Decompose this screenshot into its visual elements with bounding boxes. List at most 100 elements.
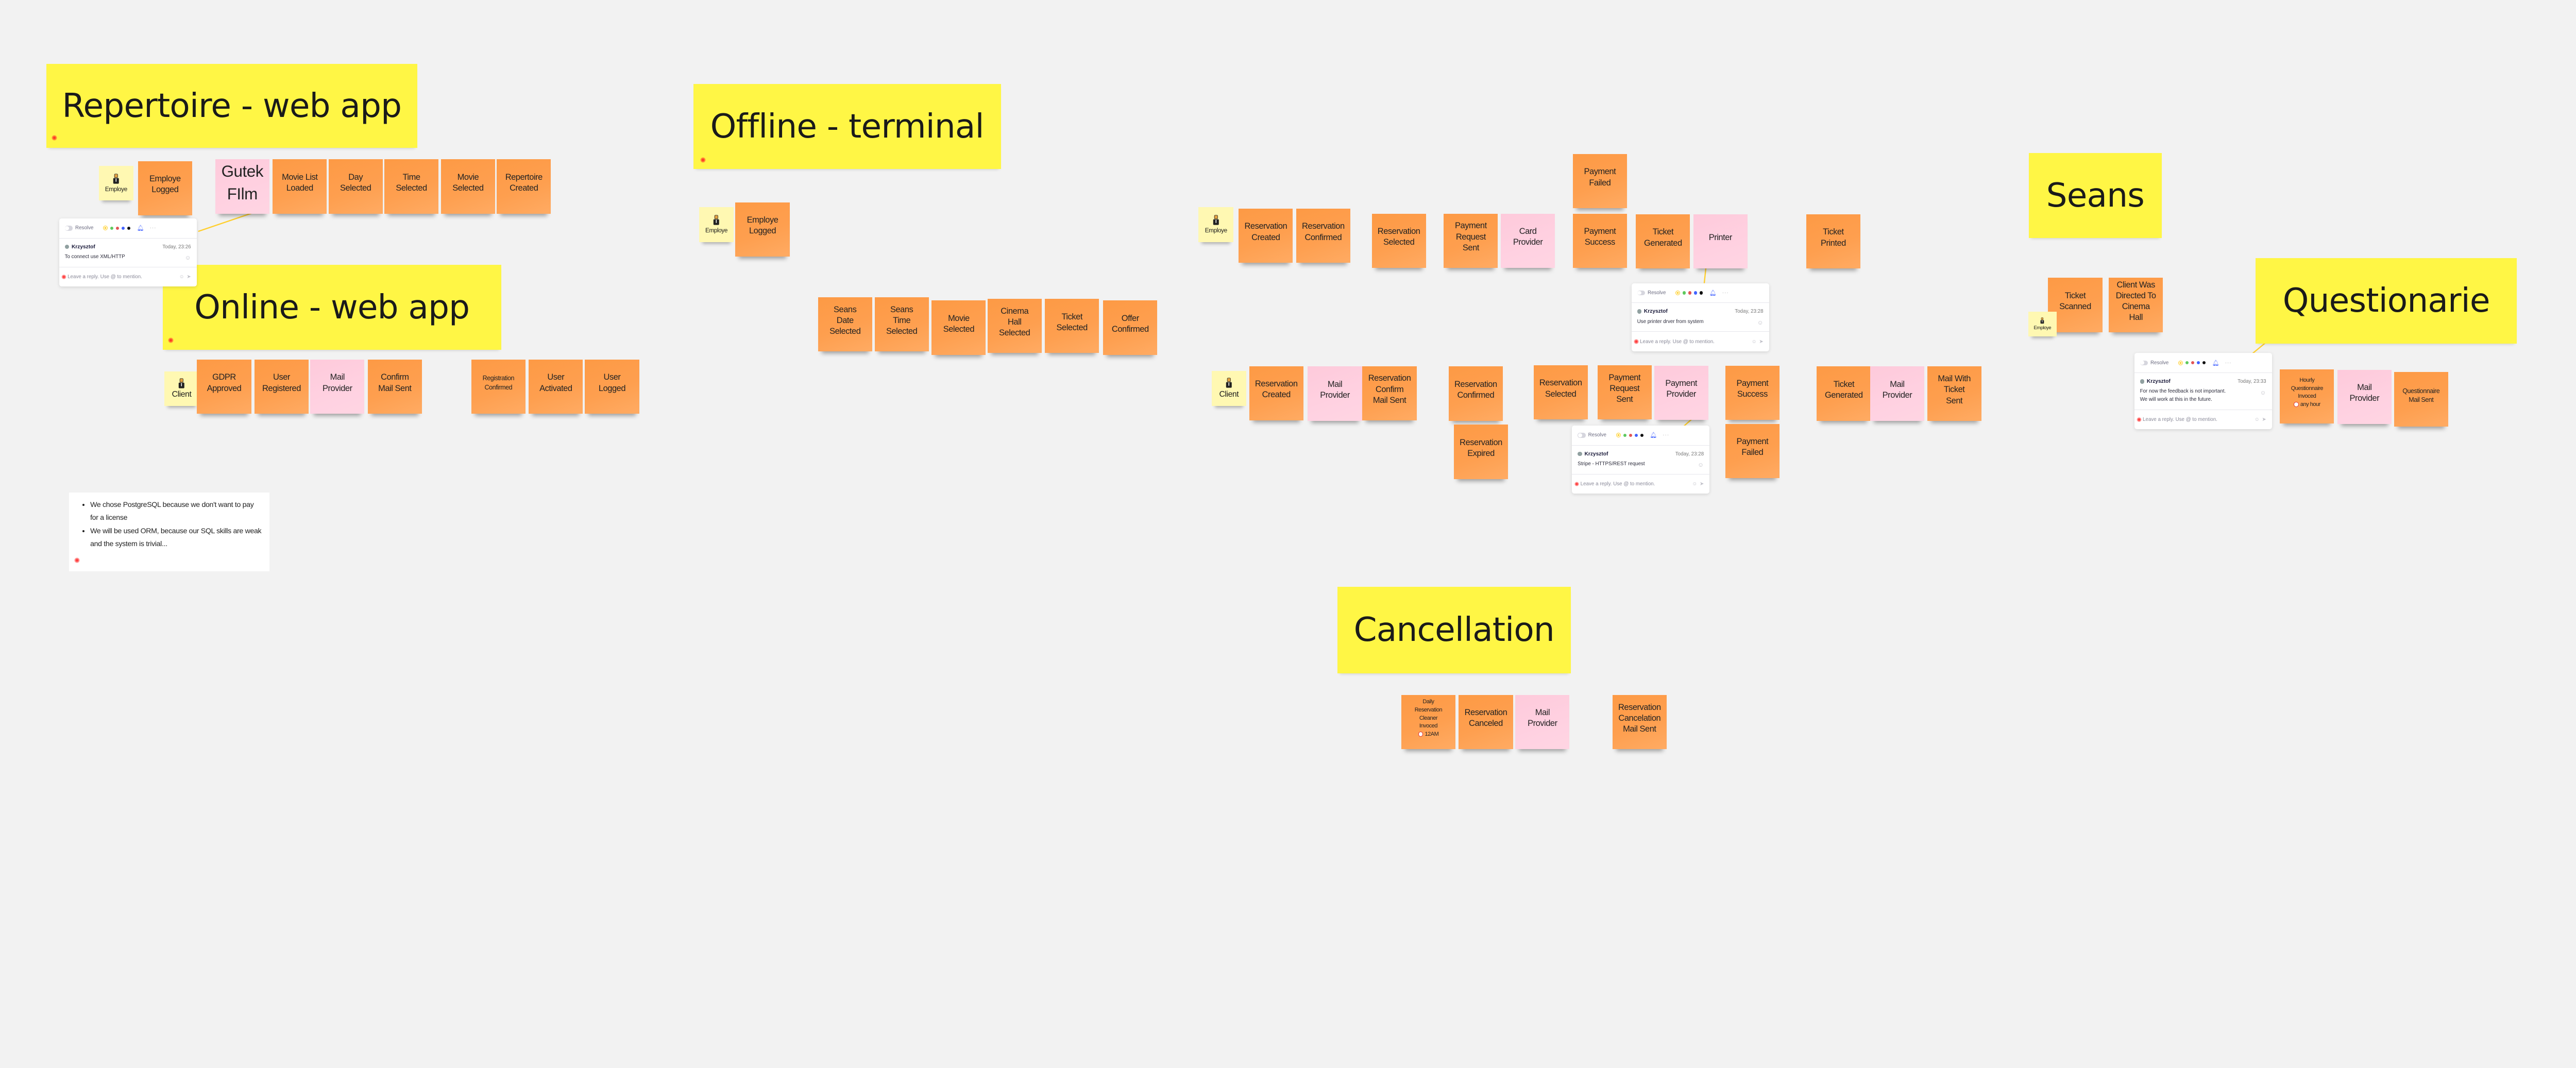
send-icon[interactable]: ➤ (187, 274, 191, 280)
event-sticky[interactable]: Employe Logged (138, 161, 192, 215)
event-sticky[interactable]: Reservation Cancelation Mail Sent (1612, 694, 1667, 750)
send-icon[interactable]: ➤ (1699, 481, 1704, 487)
reply-input[interactable]: Leave a reply. Use @ to mention.☺➤ (59, 267, 197, 287)
color-option-blue[interactable] (121, 226, 125, 230)
system-sticky[interactable]: Mail Provider (1870, 366, 1925, 421)
event-sticky[interactable]: Confirm Mail Sent (367, 360, 422, 414)
event-sticky[interactable]: Payment Success (1572, 213, 1627, 268)
event-sticky[interactable]: Ticket Generated (1636, 214, 1690, 269)
color-option-red[interactable] (1629, 433, 1632, 437)
emoji-icon[interactable]: ☺ (1751, 338, 1757, 345)
bell-icon[interactable]: 🔔︎ (137, 225, 144, 232)
color-option-yellow[interactable] (2178, 360, 2183, 365)
color-option-black[interactable] (2202, 361, 2206, 365)
actor-sticky-employe[interactable]: Employe (699, 207, 734, 242)
color-option-green[interactable] (2185, 361, 2189, 365)
toggle-icon[interactable] (1637, 290, 1646, 296)
color-option-red[interactable] (116, 226, 120, 230)
reply-input[interactable]: Leave a reply. Use @ to mention.☺➤ (1632, 332, 1769, 351)
event-sticky[interactable]: Ticket Generated (1817, 366, 1871, 421)
event-sticky[interactable]: Registration Confirmed (471, 360, 526, 414)
resolve-label[interactable]: Resolve (75, 225, 94, 231)
add-reaction-icon[interactable]: ☺ (184, 255, 191, 262)
color-option-blue[interactable] (1634, 433, 1638, 437)
color-option-black[interactable] (127, 226, 131, 230)
event-sticky[interactable]: Reservation Canceled (1459, 694, 1513, 750)
section-header-repertoire[interactable]: Repertoire - web app (46, 64, 418, 148)
color-option-yellow[interactable] (1616, 433, 1621, 438)
event-sticky[interactable]: Daily Reservation Cleaner Invoced 12AM (1401, 694, 1456, 750)
color-option-green[interactable] (1683, 291, 1686, 295)
add-reaction-icon[interactable]: ☺ (1757, 319, 1764, 326)
color-option-blue[interactable] (1693, 291, 1698, 295)
color-option-green[interactable] (1623, 433, 1626, 437)
event-sticky[interactable]: Ticket Scanned (2048, 278, 2103, 332)
more-icon[interactable]: ··· (149, 225, 157, 231)
color-option-red[interactable] (1688, 291, 1692, 295)
color-option-black[interactable] (1699, 291, 1703, 295)
reply-input[interactable]: Leave a reply. Use @ to mention.☺➤ (2134, 410, 2272, 430)
emoji-icon[interactable]: ☺ (1692, 481, 1698, 487)
section-header-online[interactable]: Online - web app (162, 264, 501, 350)
event-sticky[interactable]: Ticket Printed (1806, 214, 1860, 269)
event-sticky[interactable]: Reservation Confirmed (1296, 209, 1350, 263)
event-sticky[interactable]: Movie Selected (440, 159, 496, 214)
toggle-icon[interactable] (1578, 433, 1586, 438)
event-sticky[interactable]: Reservation Confirmed (1448, 366, 1503, 421)
bell-icon[interactable]: 🔔︎ (1709, 290, 1717, 296)
send-icon[interactable]: ➤ (1759, 338, 1764, 345)
color-option-red[interactable] (2191, 361, 2195, 365)
color-option-yellow[interactable] (1675, 290, 1681, 295)
event-sticky[interactable]: Mail With Ticket Sent (1927, 366, 1981, 421)
event-sticky[interactable]: Reservation Selected (1371, 213, 1426, 268)
event-sticky[interactable]: Seans Date Selected (818, 297, 872, 352)
event-sticky[interactable]: Payment Request Sent (1597, 365, 1652, 420)
event-sticky[interactable]: Reservation Confirm Mail Sent (1362, 366, 1417, 420)
toggle-icon[interactable] (64, 226, 73, 231)
system-sticky[interactable]: Gutek FIlm (215, 159, 269, 214)
event-sticky[interactable]: GDPR Approved (197, 360, 251, 414)
actor-sticky-employe[interactable]: Employe (1198, 207, 1233, 242)
system-sticky[interactable]: Mail Provider (310, 360, 365, 414)
color-option-black[interactable] (1640, 433, 1643, 437)
section-header-questionarie[interactable]: Questionarie (2256, 258, 2517, 344)
actor-sticky-client[interactable]: Client (1211, 371, 1247, 406)
add-reaction-icon[interactable]: ☺ (2260, 389, 2266, 396)
color-option-blue[interactable] (2196, 361, 2200, 365)
bell-icon[interactable]: 🔔︎ (1650, 432, 1657, 439)
event-sticky[interactable]: Employe Logged (735, 202, 790, 257)
actor-sticky-employe[interactable]: Employe (98, 165, 134, 201)
add-reaction-icon[interactable]: ☺ (1698, 462, 1704, 469)
event-sticky[interactable]: User Logged (585, 360, 639, 414)
color-option-green[interactable] (110, 226, 114, 230)
section-header-offline[interactable]: Offline - terminal (693, 83, 1001, 169)
event-sticky[interactable]: Payment Request Sent (1444, 213, 1498, 268)
system-sticky[interactable]: Mail Provider (2337, 369, 2392, 424)
resolve-label[interactable]: Resolve (1588, 432, 1606, 438)
event-sticky[interactable]: Reservation Created (1239, 209, 1293, 263)
actor-sticky-client[interactable]: Client (164, 371, 199, 406)
resolve-label[interactable]: Resolve (1648, 290, 1666, 296)
system-sticky[interactable]: Mail Provider (1515, 694, 1570, 750)
section-header-seans[interactable]: Seans (2028, 152, 2162, 239)
more-icon[interactable]: ··· (1722, 290, 1729, 296)
event-sticky[interactable]: Repertoire Created (497, 159, 551, 214)
event-sticky[interactable]: Offer Confirmed (1103, 300, 1158, 355)
reply-input[interactable]: Leave a reply. Use @ to mention.☺➤ (1572, 474, 1709, 494)
event-sticky[interactable]: User Activated (529, 360, 583, 414)
event-sticky[interactable]: Ticket Selected (1045, 299, 1099, 353)
system-sticky[interactable]: Payment Provider (1654, 365, 1708, 420)
emoji-icon[interactable]: ☺ (2254, 417, 2260, 423)
event-sticky[interactable]: Hourly Questionnaire Invoced any hour (2280, 369, 2334, 424)
emoji-icon[interactable]: ☺ (179, 274, 184, 280)
event-sticky[interactable]: User Registered (254, 360, 309, 414)
bell-icon[interactable]: 🔔︎ (2212, 360, 2219, 366)
section-header-cancellation[interactable]: Cancellation (1337, 586, 1571, 674)
event-sticky[interactable]: Reservation Selected (1533, 365, 1588, 420)
event-sticky[interactable]: Movie Selected (931, 300, 986, 355)
more-icon[interactable]: ··· (2225, 360, 2232, 366)
